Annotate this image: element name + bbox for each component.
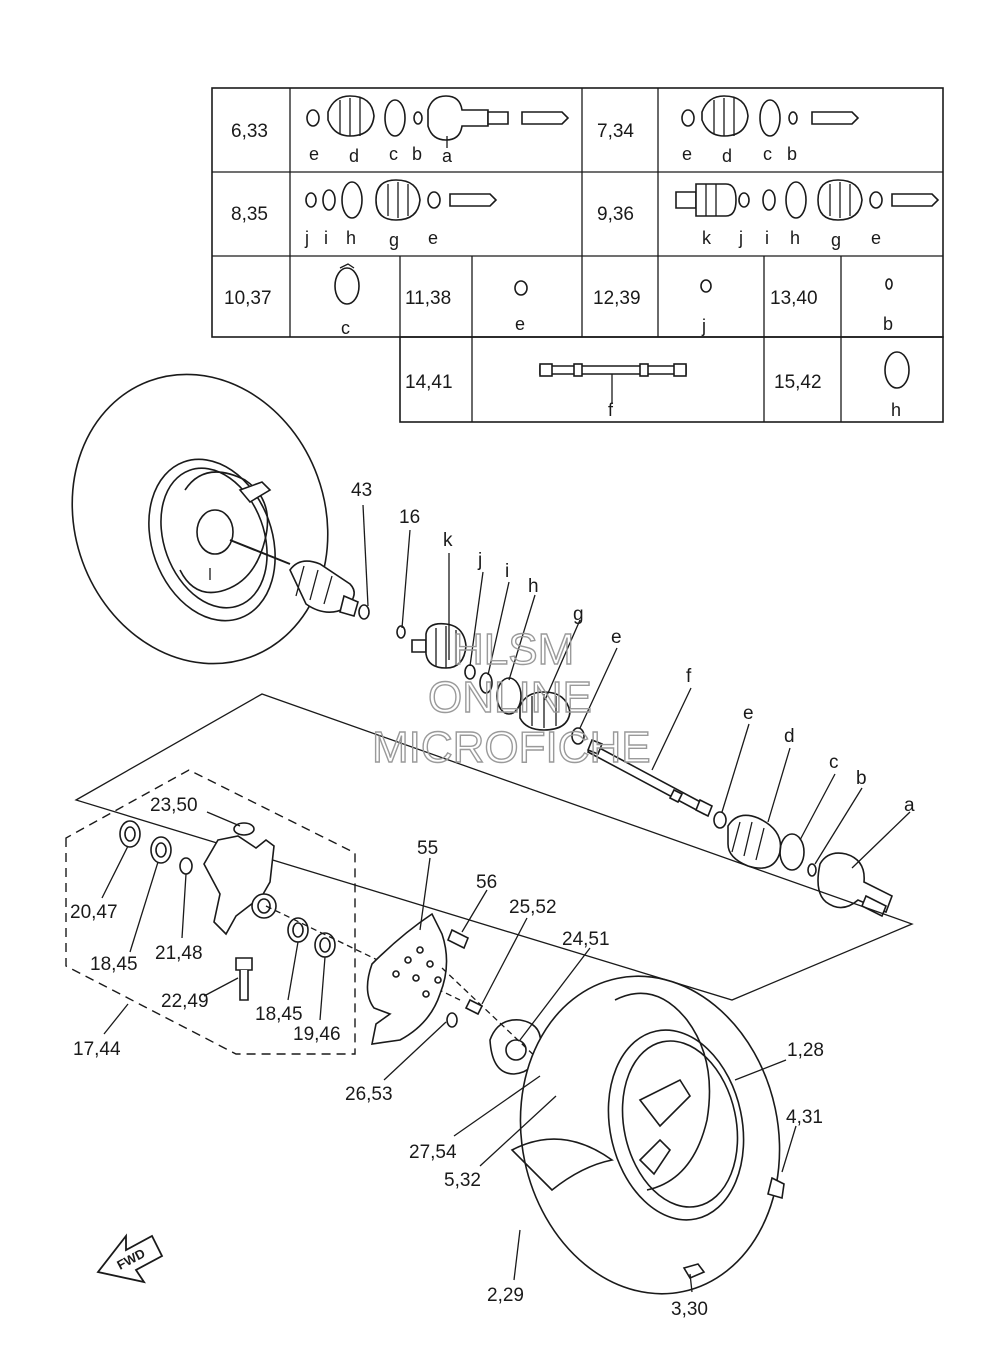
table-part-circlip-b [885,278,893,290]
table-letter-e: e [428,228,438,248]
watermark-line-2: ONLINE [428,673,592,722]
parts-reference-table: 6,33 7,34 e d c b a e d c b [211,87,944,423]
callout-labels: 43 16 k j i h g e f e d c b a 23,50 20,4… [70,480,915,1320]
table-part-clamp-c [334,263,360,305]
callout-43: 43 [351,480,372,501]
callout-1-28: 1,28 [787,1040,824,1061]
table-letter-e: e [871,228,881,248]
table-ref-6-33: 6,33 [231,121,268,142]
table-ref-12-39: 12,39 [593,288,641,309]
callout-19-46: 19,46 [293,1024,341,1045]
callout-4-31: 4,31 [786,1107,823,1128]
callout-i: i [505,561,509,582]
table-part-clamp-h [884,351,910,389]
table-letter-i: i [324,228,328,248]
table-row2-left-parts [305,179,498,221]
callout-a: a [904,795,915,816]
table-letter-c: c [341,318,350,338]
callout-24-51: 24,51 [562,929,610,950]
table-part-ring-j [700,279,712,293]
table-ref-15-42: 15,42 [774,372,822,393]
table-letter-h: h [346,228,356,248]
callout-17-44: 17,44 [73,1039,121,1060]
lower-wheel-assembly [510,975,785,1295]
callout-21-48: 21,48 [155,943,203,964]
table-letter-f: f [608,400,614,420]
callout-18-45: 18,45 [255,1004,303,1025]
table-letter-d: d [349,146,359,166]
callout-f: f [686,666,692,687]
knuckle-components [119,820,461,1001]
callout-h: h [528,576,539,597]
table-row2-right-parts [675,179,940,221]
table-letter-i: i [765,228,769,248]
callout-e: e [743,703,754,724]
callout-g: g [573,604,584,625]
table-part-shaft-f [539,363,687,404]
callout-5-32: 5,32 [444,1170,481,1191]
table-letter-j: j [701,316,706,336]
table-letter-e: e [682,144,692,164]
watermark-line-1: HLSM [452,625,574,674]
callout-16: 16 [399,507,420,528]
table-row1-right-parts [681,95,860,137]
table-letter-h: h [790,228,800,248]
table-letter-g: g [831,230,841,250]
table-letter-k: k [702,228,712,248]
assembly-outline [74,693,914,1001]
callout-j: j [477,550,482,571]
callout-23-50: 23,50 [150,795,198,816]
forward-arrow-icon: FWD [96,1233,164,1284]
table-letter-j: j [304,228,309,248]
table-letter-b: b [787,144,797,164]
table-letter-j: j [738,228,743,248]
callout-20-47: 20,47 [70,902,118,923]
callout-26-53: 26,53 [345,1084,393,1105]
callout-c: c [829,752,839,773]
table-letter-c: c [389,144,398,164]
callout-18-45: 18,45 [90,954,138,975]
table-letter-b: b [412,144,422,164]
table-ref-8-35: 8,35 [231,204,268,225]
callout-2-29: 2,29 [487,1285,524,1306]
callout-56: 56 [476,872,497,893]
knuckle-group-outline [65,769,356,1055]
callout-25-52: 25,52 [509,897,557,918]
table-ref-10-37: 10,37 [224,288,272,309]
callout-27-54: 27,54 [409,1142,457,1163]
table-row1-left-parts [306,95,570,148]
table-ref-14-41: 14,41 [405,372,453,393]
callout-k: k [443,530,453,551]
callout-3-30: 3,30 [671,1299,708,1320]
watermark-line-3: MICROFICHE [372,723,651,772]
table-letter-a: a [442,146,453,166]
table-ref-11-38: 11,38 [405,288,451,309]
callout-55: 55 [417,838,438,859]
drive-shaft-components [396,622,894,918]
table-ref-9-36: 9,36 [597,204,634,225]
table-letter-c: c [763,144,772,164]
leader-lines [101,504,911,1293]
table-letter-g: g [389,230,399,250]
table-letter-d: d [722,146,732,166]
callout-d: d [784,726,795,747]
table-part-clamp-e [514,280,528,296]
table-letter-h: h [891,400,901,420]
callout-b: b [856,768,867,789]
table-letter-b: b [883,314,893,334]
table-letter-e: e [515,314,525,334]
table-ref-13-40: 13,40 [770,288,818,309]
callout-e: e [611,627,622,648]
upper-wheel-assembly [71,373,370,665]
table-letter-e: e [309,144,319,164]
watermark: HLSM ONLINE MICROFICHE [371,624,651,772]
callout-22-49: 22,49 [161,991,209,1012]
table-ref-7-34: 7,34 [597,121,634,142]
